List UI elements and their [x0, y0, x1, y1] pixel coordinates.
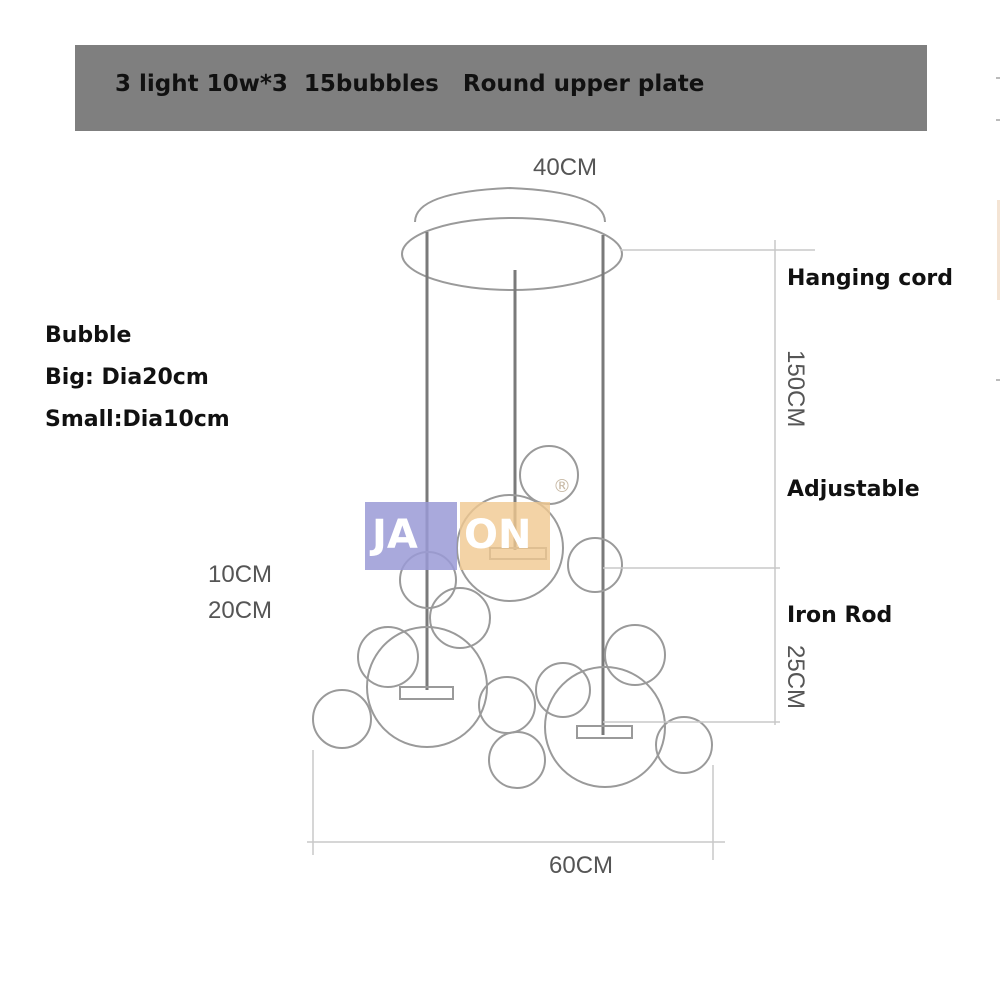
- bubble: [567, 537, 623, 593]
- canopy-plate: [401, 217, 623, 291]
- bubble: [429, 587, 491, 649]
- bubble: [488, 731, 546, 789]
- bubble: [357, 626, 419, 688]
- bubble: [655, 716, 713, 774]
- bubble: [478, 676, 536, 734]
- light-bar: [576, 725, 633, 739]
- banner-title: 3 light 10w*3 15bubbles Round upper plat…: [115, 71, 705, 97]
- logo-text-left: JA: [372, 512, 418, 558]
- spec-bubble: Bubble: [45, 323, 132, 348]
- label-hanging-cord: Hanging cord: [787, 266, 954, 291]
- logo-right-block: [460, 502, 550, 570]
- title-banner: 3 light 10w*3 15bubbles Round upper plat…: [75, 45, 927, 131]
- label-adjustable: Adjustable: [787, 477, 920, 502]
- dim-cord-length: 150CM: [782, 350, 809, 428]
- logo-text-right: ON: [464, 512, 532, 558]
- light-bar: [399, 686, 454, 700]
- dim-small-bubble: 10CM: [208, 561, 273, 588]
- big-bubble: [544, 666, 666, 788]
- dim-top-width: 40CM: [533, 154, 598, 181]
- logo-left-block: [365, 502, 457, 570]
- edge-accent: [997, 200, 1000, 300]
- dim-total-width: 60CM: [549, 852, 614, 879]
- big-bubble: [456, 494, 564, 602]
- label-iron-rod: Iron Rod: [787, 603, 893, 628]
- big-bubble: [366, 626, 488, 748]
- dim-big-bubble: 20CM: [208, 597, 273, 624]
- dim-rod-length: 25CM: [782, 645, 809, 710]
- spec-big: Big: Dia20cm: [45, 365, 209, 390]
- canopy-top-bracket: [414, 186, 606, 223]
- registered-mark: ®: [553, 476, 571, 497]
- spec-small: Small:Dia10cm: [45, 407, 230, 432]
- bubble: [312, 689, 372, 749]
- bubble: [604, 624, 666, 686]
- bubble: [535, 662, 591, 718]
